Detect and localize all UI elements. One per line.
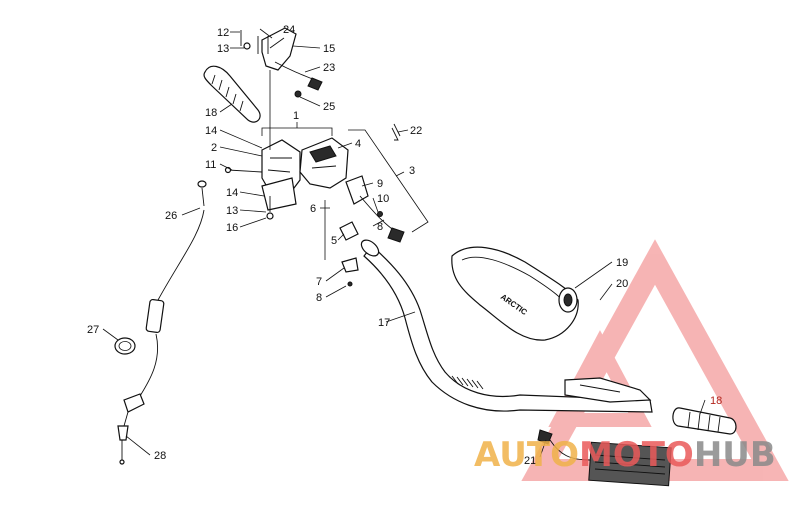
callout-10: 10 <box>377 193 389 205</box>
watermark-moto: MOTO <box>579 435 694 475</box>
callout-23: 23 <box>323 62 335 74</box>
handlebar <box>360 239 653 413</box>
watermark-hub: HUB <box>694 435 776 475</box>
callout-12: 12 <box>217 27 229 39</box>
callout-2: 2 <box>211 142 217 154</box>
callout-7: 7 <box>316 276 322 288</box>
callout-8-right: 8 <box>377 221 383 233</box>
callout-18-right: 18 <box>710 395 722 407</box>
callout-28: 28 <box>154 450 166 462</box>
clamp-ring <box>114 337 136 355</box>
callout-24: 24 <box>283 24 295 36</box>
callout-18-left: 18 <box>205 107 217 119</box>
callout-1: 1 <box>293 110 299 122</box>
grip-heater <box>537 429 672 487</box>
leader-lines <box>102 28 706 458</box>
watermark-text: AUTOMOTOHUB <box>474 435 776 475</box>
watermark-auto: AUTO <box>474 435 579 475</box>
callout-5: 5 <box>331 235 337 247</box>
callout-labels: 12 24 13 15 23 25 18 1 14 22 2 4 11 3 9 … <box>87 24 722 467</box>
control-housing <box>224 137 349 220</box>
lever-bracket <box>240 27 323 98</box>
callout-11: 11 <box>205 159 216 171</box>
switch-assembly <box>339 123 405 287</box>
callout-25: 25 <box>323 101 335 113</box>
handlebar-knurl <box>451 375 484 390</box>
callout-9: 9 <box>377 178 383 190</box>
left-grip <box>203 65 261 123</box>
throttle-block <box>564 377 652 403</box>
callout-13-bottom: 13 <box>226 205 238 217</box>
assembly-brackets <box>261 70 429 260</box>
callout-13-top: 13 <box>217 43 229 55</box>
callout-19: 19 <box>616 257 628 269</box>
handlebar-pad: ARCTIC <box>451 246 579 341</box>
callout-27: 27 <box>87 324 99 336</box>
throttle-cable <box>117 180 207 465</box>
svg-text:AUTOMOTOHUB: AUTOMOTOHUB <box>474 435 776 475</box>
callout-17: 17 <box>378 317 390 329</box>
callout-3: 3 <box>409 165 415 177</box>
callout-6: 6 <box>310 203 316 215</box>
heater-pad <box>588 441 672 487</box>
callout-22: 22 <box>410 125 422 137</box>
callout-20: 20 <box>616 278 628 290</box>
callout-15: 15 <box>323 43 335 55</box>
callout-14-top: 14 <box>205 125 217 137</box>
callout-4: 4 <box>355 138 361 150</box>
right-grip <box>672 407 737 435</box>
callout-26: 26 <box>165 210 177 222</box>
callout-21: 21 <box>524 455 536 467</box>
callout-14-bottom: 14 <box>226 187 238 199</box>
callout-8-left: 8 <box>316 292 322 304</box>
callout-16: 16 <box>226 222 238 234</box>
